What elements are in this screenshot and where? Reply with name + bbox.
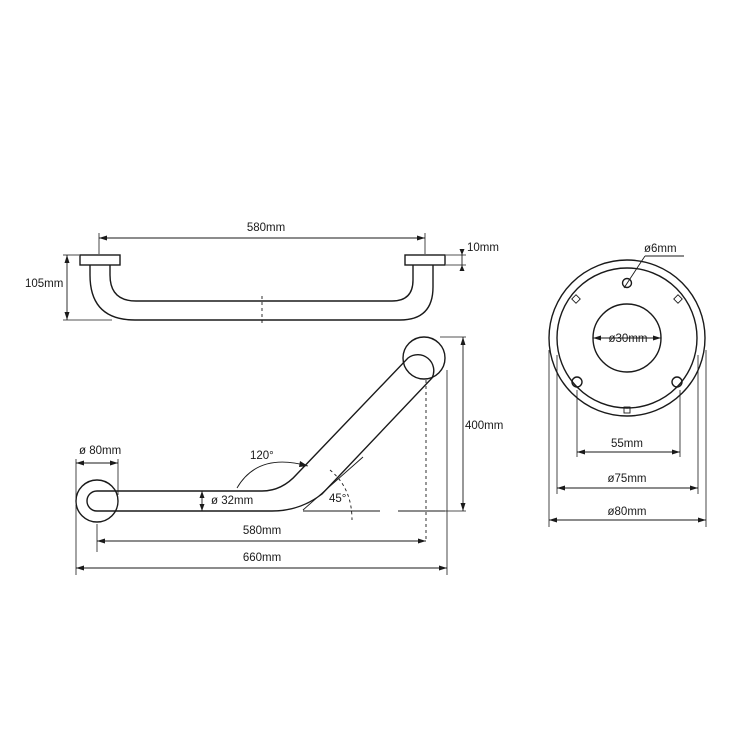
front-angle-outer-label: 45° bbox=[329, 493, 346, 505]
top-height-label: 105mm bbox=[25, 278, 63, 290]
top-tube-inner bbox=[109, 265, 414, 302]
front-580-arrow-left bbox=[97, 538, 105, 544]
top-105-arrow-bottom bbox=[64, 312, 70, 320]
front-80-arrow-right bbox=[110, 460, 118, 466]
top-580-arrow-right bbox=[417, 235, 425, 241]
flange-inner-circle bbox=[556, 267, 698, 409]
top-580-arrow-left bbox=[99, 235, 107, 241]
flange-55-arrow-left bbox=[577, 449, 585, 455]
flange-bore-arrow-left bbox=[593, 335, 601, 341]
flange-view: ø6mm ø30mm 55mm ø75mm ø80mm bbox=[548, 243, 707, 527]
front-flange-dia-label: ø 80mm bbox=[79, 445, 121, 457]
flange-spacing-label: 55mm bbox=[611, 438, 643, 450]
flange-75-arrow-right bbox=[690, 485, 698, 491]
front-tube-outline bbox=[97, 353, 435, 512]
flange-80-arrow-left bbox=[549, 517, 557, 523]
front-660-arrow-right bbox=[439, 565, 447, 571]
flange-hole-right bbox=[671, 376, 683, 388]
flange-bore-arrow-right bbox=[653, 335, 661, 341]
front-80-arrow-left bbox=[76, 460, 84, 466]
front-660-arrow-left bbox=[76, 565, 84, 571]
front-32-arrow-bottom bbox=[199, 504, 205, 511]
top-flange-label: 10mm bbox=[467, 242, 499, 254]
front-580-arrow-right bbox=[418, 538, 426, 544]
flange-hole-left bbox=[571, 376, 583, 388]
flange-hole-top-pointer bbox=[623, 255, 646, 289]
flange-marker-bottom bbox=[623, 406, 631, 414]
front-120-arrow bbox=[299, 461, 308, 467]
front-left-flange bbox=[75, 479, 119, 523]
top-tube-outer bbox=[89, 265, 434, 321]
front-height-label: 400mm bbox=[465, 420, 503, 432]
front-length-inner-label: 580mm bbox=[243, 525, 281, 537]
top-view: 580mm 105mm 10mm bbox=[25, 222, 499, 323]
flange-outer-circle bbox=[548, 259, 706, 417]
flange-bore-label: ø30mm bbox=[609, 333, 648, 345]
top-right-flange bbox=[404, 254, 446, 266]
top-10-arrow-top bbox=[459, 249, 465, 255]
top-10-arrow-bottom bbox=[459, 265, 465, 271]
flange-55-arrow-right bbox=[672, 449, 680, 455]
top-left-flange bbox=[79, 254, 121, 266]
flange-hole-label: ø6mm bbox=[644, 243, 677, 255]
front-view: 45° 120° ø 32mm ø 80mm 400mm 580mm bbox=[75, 336, 503, 575]
flange-75-arrow-left bbox=[557, 485, 565, 491]
front-400-arrow-top bbox=[460, 337, 466, 345]
front-45-ref-line bbox=[302, 456, 364, 511]
flange-marker-right bbox=[673, 294, 683, 304]
flange-marker-left bbox=[571, 294, 581, 304]
top-width-label: 580mm bbox=[247, 222, 285, 234]
front-tube-dia-label: ø 32mm bbox=[211, 495, 253, 507]
flange-inner-dia-label: ø75mm bbox=[608, 473, 647, 485]
front-32-arrow-top bbox=[199, 491, 205, 498]
top-105-arrow-top bbox=[64, 255, 70, 263]
front-right-flange bbox=[402, 336, 446, 380]
front-120-arc bbox=[236, 461, 309, 489]
flange-outer-dia-label: ø80mm bbox=[608, 506, 647, 518]
flange-80-arrow-right bbox=[698, 517, 706, 523]
front-400-arrow-bottom bbox=[460, 503, 466, 511]
flange-hole-top bbox=[621, 277, 633, 289]
front-tube-left-cap bbox=[86, 490, 98, 512]
front-length-total-label: 660mm bbox=[243, 552, 281, 564]
front-angle-inner-label: 120° bbox=[250, 450, 274, 462]
